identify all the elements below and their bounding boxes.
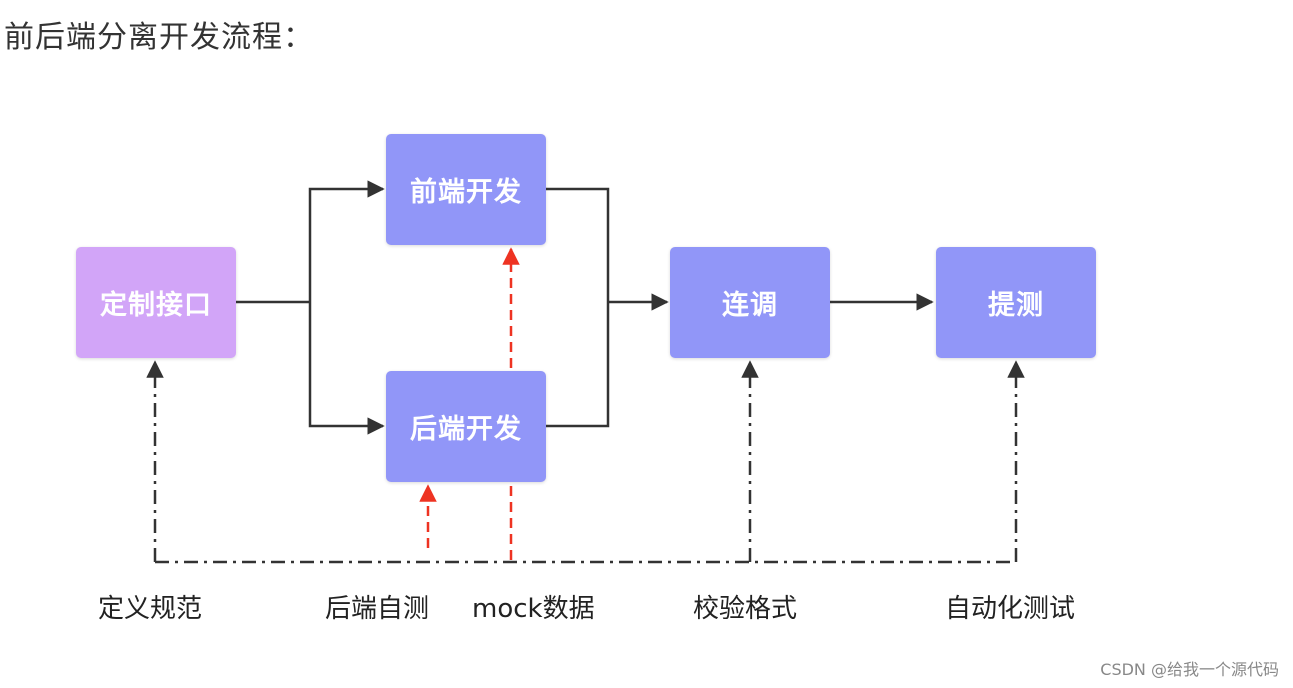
page-title: 前后端分离开发流程： [4,20,314,55]
line-backend-merge [546,302,610,428]
line-frontend-merge [546,187,610,302]
box-integration: 连调 [670,247,830,358]
box-define-interface: 定制接口 [76,247,236,358]
box-frontend-dev: 前端开发 [386,134,546,245]
label-mock-data: mock数据 [472,594,595,624]
arrow-to-backend [308,302,385,435]
box-submit-test: 提测 [936,247,1096,358]
label-define-spec: 定义规范 [98,594,203,624]
label-auto-test: 自动化测试 [945,594,1076,624]
label-format-check: 校验格式 [693,594,798,624]
box-backend-dev: 后端开发 [386,371,546,482]
arrow-to-frontend [308,180,385,302]
watermark: CSDN @给我一个源代码 [1100,660,1279,679]
label-backend-selftest: 后端自测 [325,594,430,624]
